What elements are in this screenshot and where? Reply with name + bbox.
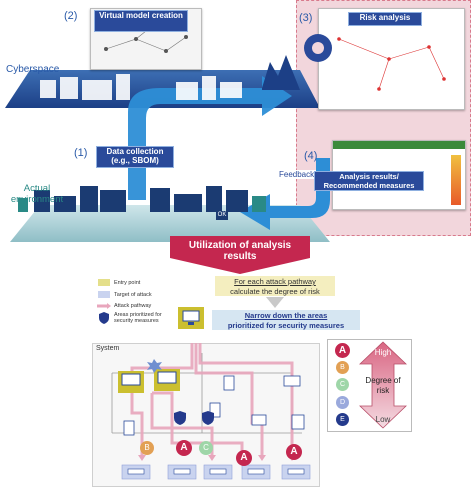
step1-label: Data collection (e.g., SBOM)	[96, 146, 174, 168]
target-swatch	[98, 291, 110, 298]
system-label: System	[96, 345, 120, 352]
badge-a-2: A	[236, 450, 252, 466]
ok-badge: OK	[216, 211, 228, 220]
pc-icon	[182, 310, 200, 325]
ai-gear-icon	[304, 34, 332, 62]
risk-level-e: E	[336, 413, 349, 426]
risk-caption: Degree of risk	[365, 376, 401, 395]
legend-priority-areas: Areas prioritized for security measures	[114, 312, 162, 324]
risk-graph-icon	[337, 37, 446, 91]
pathway-heading: For each attack pathway	[234, 277, 316, 286]
narrow-box	[212, 310, 360, 330]
legend-target: Target of attack	[114, 292, 152, 298]
step1-number: (1)	[74, 147, 88, 159]
badge-b: B	[140, 441, 154, 455]
risk-level-c: C	[336, 378, 349, 391]
actual-environment-label: Actual environment	[10, 183, 64, 205]
banner-arrow	[170, 236, 310, 274]
top-illustration	[5, 55, 330, 242]
badge-a-3: A	[286, 444, 302, 460]
legend-attack-pathway: Attack pathway	[114, 303, 152, 309]
pathway-text: calculate the degree of risk	[230, 287, 320, 296]
badge-c: C	[199, 441, 213, 455]
banner-label: Utilization of analysis results	[188, 240, 292, 262]
narrow-text: prioritized for security measures	[227, 321, 345, 330]
risk-arrow	[359, 341, 407, 429]
step2-number: (2)	[64, 10, 78, 22]
system-network	[111, 343, 311, 480]
step4-number: (4)	[304, 150, 318, 162]
cyberspace-label: Cyberspace	[6, 64, 60, 75]
step3-label: Risk analysis	[348, 12, 422, 26]
entry-point-swatch	[98, 279, 110, 286]
step3-number: (3)	[299, 12, 313, 24]
step-arrow	[266, 297, 284, 308]
pathway-swatch	[97, 303, 111, 309]
risk-level-b: B	[336, 361, 349, 374]
step2-label: Virtual model creation	[94, 10, 188, 32]
step4-label: Analysis results/ Recommended measures	[314, 171, 424, 191]
pathway-box	[215, 276, 335, 296]
risk-high-label: High	[374, 348, 392, 357]
badge-a-1: A	[176, 440, 192, 456]
risk-level-a: A	[335, 343, 350, 358]
risk-level-d: D	[336, 396, 349, 409]
shield-icon	[99, 312, 109, 324]
risk-analysis-window	[318, 8, 465, 110]
risk-low-label: Low	[375, 415, 391, 424]
feedback-label: Feedback	[277, 170, 317, 179]
legend-entry-point: Entry point	[114, 280, 141, 286]
narrow-heading: Narrow down the areas	[244, 311, 328, 320]
